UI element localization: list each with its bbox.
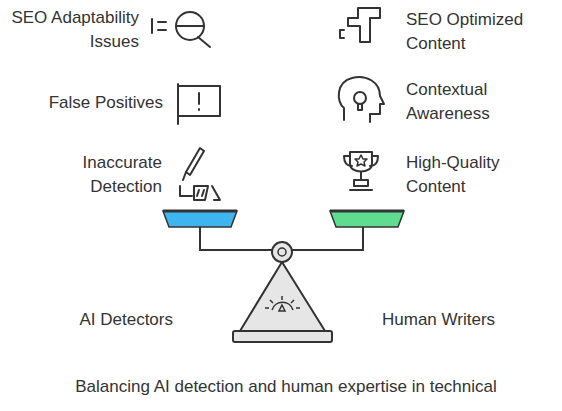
strength-label: SEO Optimized Content bbox=[406, 8, 538, 56]
issue-label: False Positives bbox=[49, 91, 163, 115]
trophy-icon bbox=[344, 152, 378, 190]
strength-label: High-Quality Content bbox=[406, 151, 524, 199]
flag-icon bbox=[178, 84, 220, 124]
balance-scale bbox=[163, 211, 404, 342]
caption: Balancing AI detection and human experti… bbox=[75, 375, 497, 399]
issue-label: Inaccurate Detection bbox=[62, 151, 162, 199]
head-bulb-icon bbox=[339, 77, 384, 122]
pen-ruler-icon bbox=[180, 148, 220, 200]
strength-label: Contextual Awareness bbox=[406, 78, 526, 126]
magnifier-icon bbox=[152, 12, 210, 47]
optimize-icon bbox=[340, 8, 380, 42]
issue-label: SEO Adaptability Issues bbox=[4, 6, 139, 54]
side-label: AI Detectors bbox=[79, 308, 173, 332]
side-label: Human Writers bbox=[382, 308, 495, 332]
